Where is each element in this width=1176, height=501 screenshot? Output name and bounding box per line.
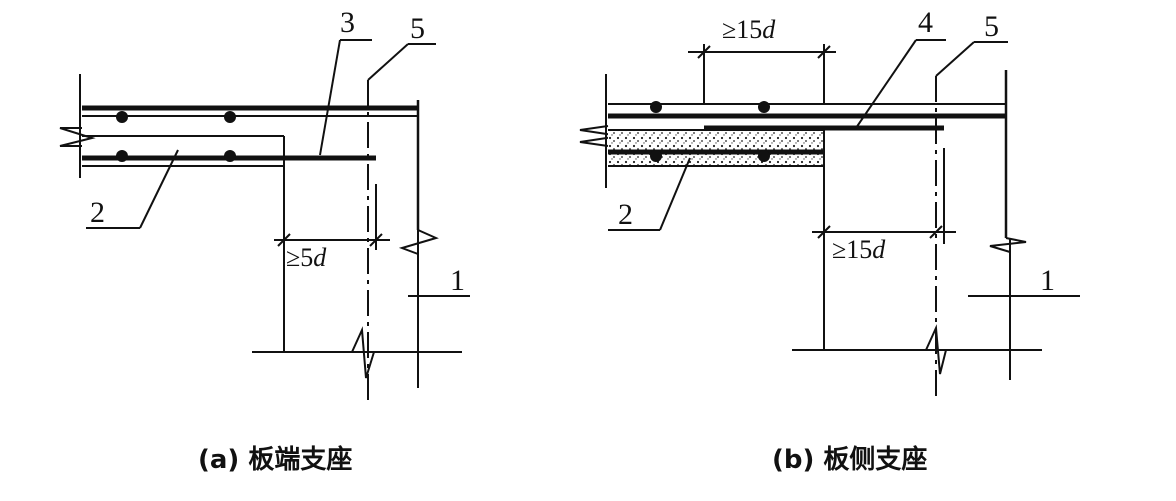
dimension-top-b <box>688 44 836 104</box>
dimension-bottom-label-b: ≥15d <box>832 235 886 264</box>
dimension-top-label-b: ≥15d <box>722 15 776 44</box>
support-column-a <box>252 166 470 388</box>
axis-leader-a <box>367 43 409 81</box>
support-column-b <box>792 166 1080 380</box>
label-bar-b: 4 <box>918 6 933 39</box>
label-axis-a: 5 <box>410 12 425 45</box>
slab-top-b <box>579 70 1008 238</box>
panel-b: 5 4 2 1 ≥15d ≥15d (b) 板侧支座 <box>579 6 1080 475</box>
axis-leader-b <box>935 41 975 77</box>
dimension-bottom-b <box>812 225 956 239</box>
label-column-a: 1 <box>450 264 465 297</box>
precast-slab-b <box>608 125 944 167</box>
caption-b: (b) 板侧支座 <box>772 444 927 475</box>
label-bar-a: 3 <box>340 6 355 39</box>
dimension-a <box>274 233 390 247</box>
label-axis-b: 5 <box>984 10 999 43</box>
caption-a: (a) 板端支座 <box>198 444 352 475</box>
label-slab-b: 2 <box>618 198 633 231</box>
precast-slab-a <box>82 135 376 167</box>
slab-top-a <box>59 74 420 230</box>
dimension-label-a: ≥5d <box>286 243 327 272</box>
panel-a: 5 3 2 1 ≥5d (a) 板端支座 <box>59 6 470 475</box>
label-slab-a: 2 <box>90 196 105 229</box>
label-column-b: 1 <box>1040 264 1055 297</box>
